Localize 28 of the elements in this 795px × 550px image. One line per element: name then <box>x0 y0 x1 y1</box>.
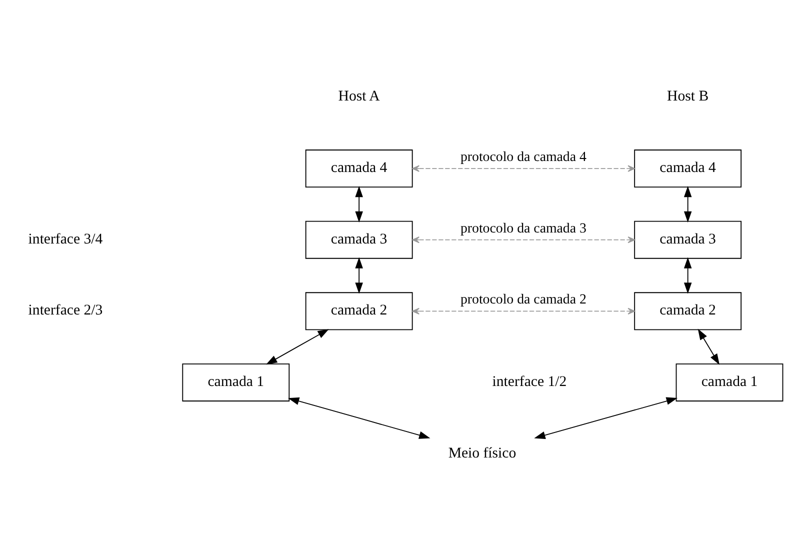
arrow <box>266 328 329 364</box>
arrow <box>684 185 692 222</box>
arrow <box>355 256 363 294</box>
node-box: camada 1 <box>182 362 290 401</box>
edge-label: protocolo da camada 3 <box>460 220 586 236</box>
arrow <box>412 236 636 243</box>
label: interface 3/4 <box>28 230 103 247</box>
label: interface 1/2 <box>492 373 567 390</box>
edge-label: protocolo da camada 4 <box>460 150 586 165</box>
node-box: camada 4 <box>305 149 413 188</box>
edge-label: protocolo da camada 2 <box>460 292 586 308</box>
arrow <box>698 328 720 364</box>
label: interface 2/3 <box>28 302 103 318</box>
arrow <box>534 396 678 438</box>
node-box: camada 2 <box>305 292 413 330</box>
node-box: camada 4 <box>634 149 742 188</box>
node-box: camada 2 <box>634 292 742 330</box>
node-box: camada 3 <box>305 220 413 258</box>
arrow <box>412 307 636 314</box>
label: Host B <box>667 88 709 104</box>
arrow <box>412 164 636 172</box>
label: Host A <box>338 88 380 104</box>
node-text: Meio físico <box>448 444 516 461</box>
arrow <box>355 185 363 222</box>
arrow <box>288 396 430 438</box>
node-box: camada 3 <box>634 220 742 258</box>
arrow <box>684 256 692 294</box>
node-box: camada 1 <box>676 362 784 401</box>
